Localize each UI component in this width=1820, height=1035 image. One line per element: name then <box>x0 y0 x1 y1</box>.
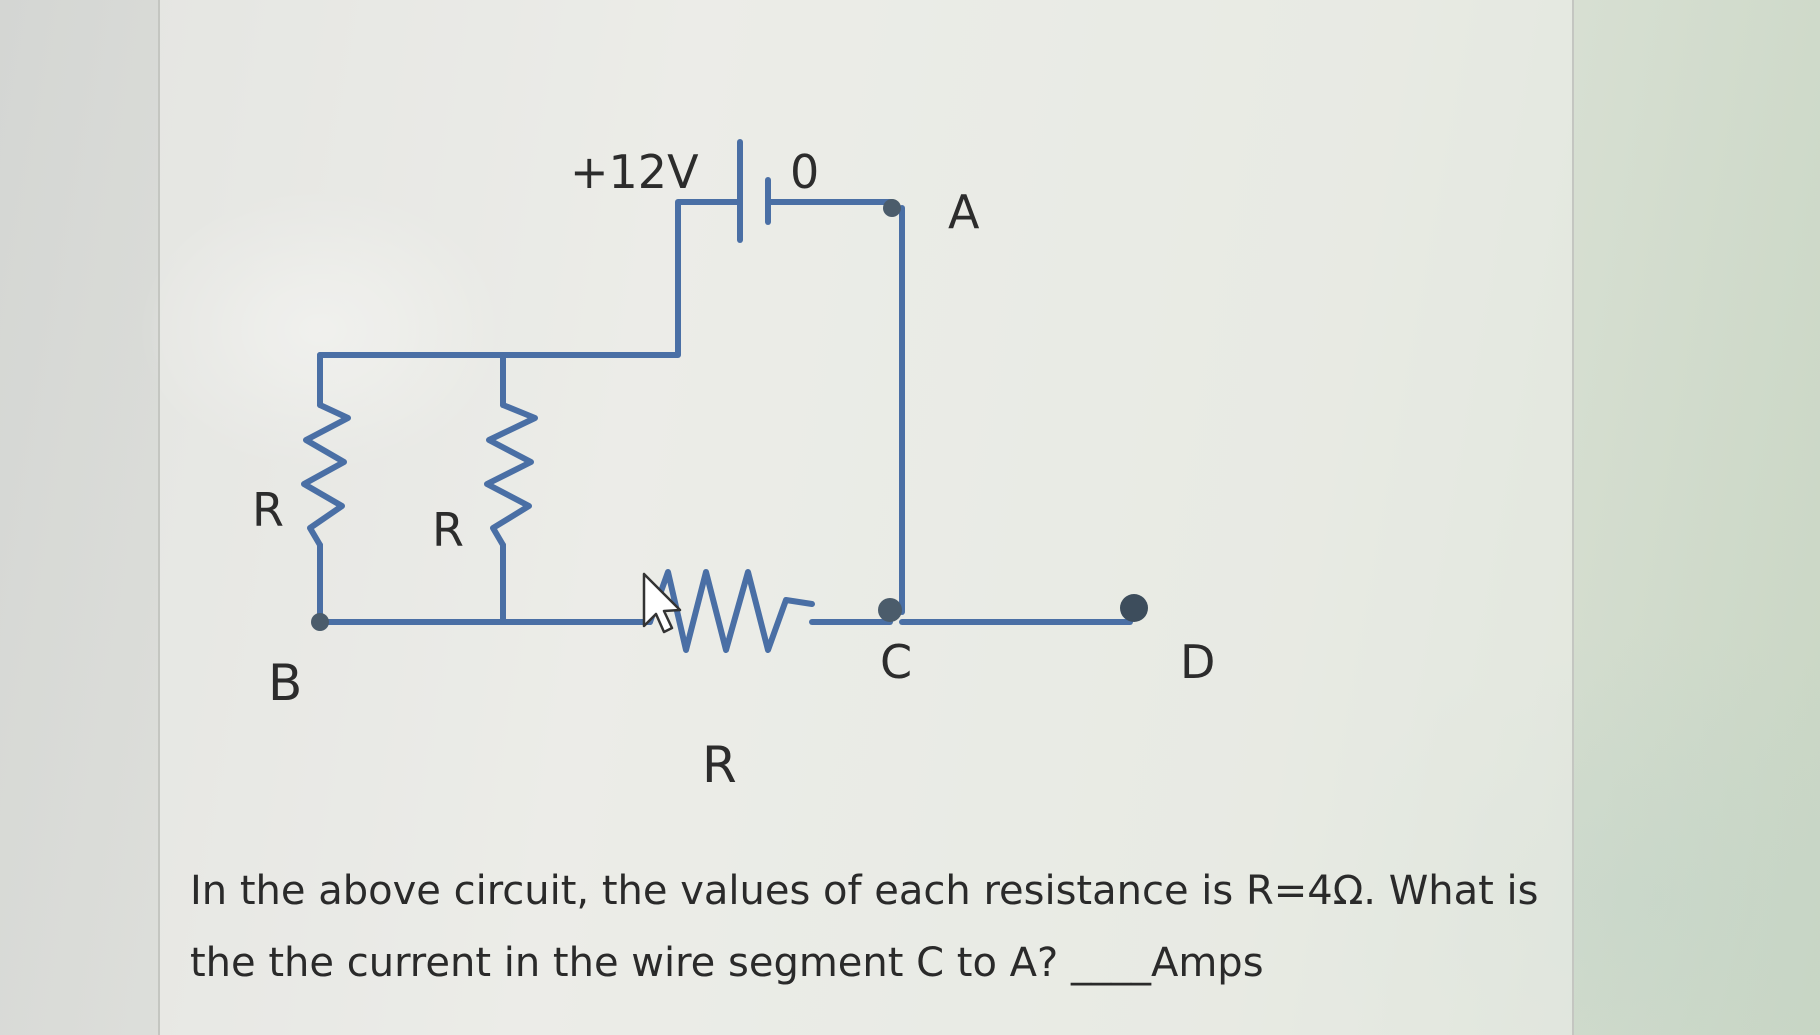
resistor-left <box>301 402 351 548</box>
node-a <box>883 199 901 217</box>
circuit-diagram: +12V 0 A B C D R R R <box>252 139 1215 794</box>
node-label-d: D <box>1180 635 1215 689</box>
node-label-c: C <box>880 635 912 689</box>
question-text: In the above circuit, the values of each… <box>190 855 1550 999</box>
question-line-2: the the current in the wire segment C to… <box>190 940 1264 986</box>
node-label-b: B <box>268 654 302 712</box>
battery-positive-label: +12V <box>570 145 699 199</box>
node-label-a: A <box>948 185 980 239</box>
resistor-middle <box>484 402 538 548</box>
resistor-label-bottom: R <box>702 736 737 794</box>
battery-negative-label: 0 <box>790 145 819 199</box>
node-c <box>878 598 902 622</box>
wire-battery-to-top-left <box>317 199 743 358</box>
mouse-pointer-icon <box>642 572 682 634</box>
question-panel <box>158 0 1574 1035</box>
resistor-bottom <box>647 569 815 653</box>
node-b <box>311 613 329 631</box>
question-line-1: In the above circuit, the values of each… <box>190 868 1539 914</box>
resistor-label-left: R <box>252 483 284 537</box>
resistor-label-middle: R <box>432 503 464 557</box>
node-d <box>1120 594 1148 622</box>
